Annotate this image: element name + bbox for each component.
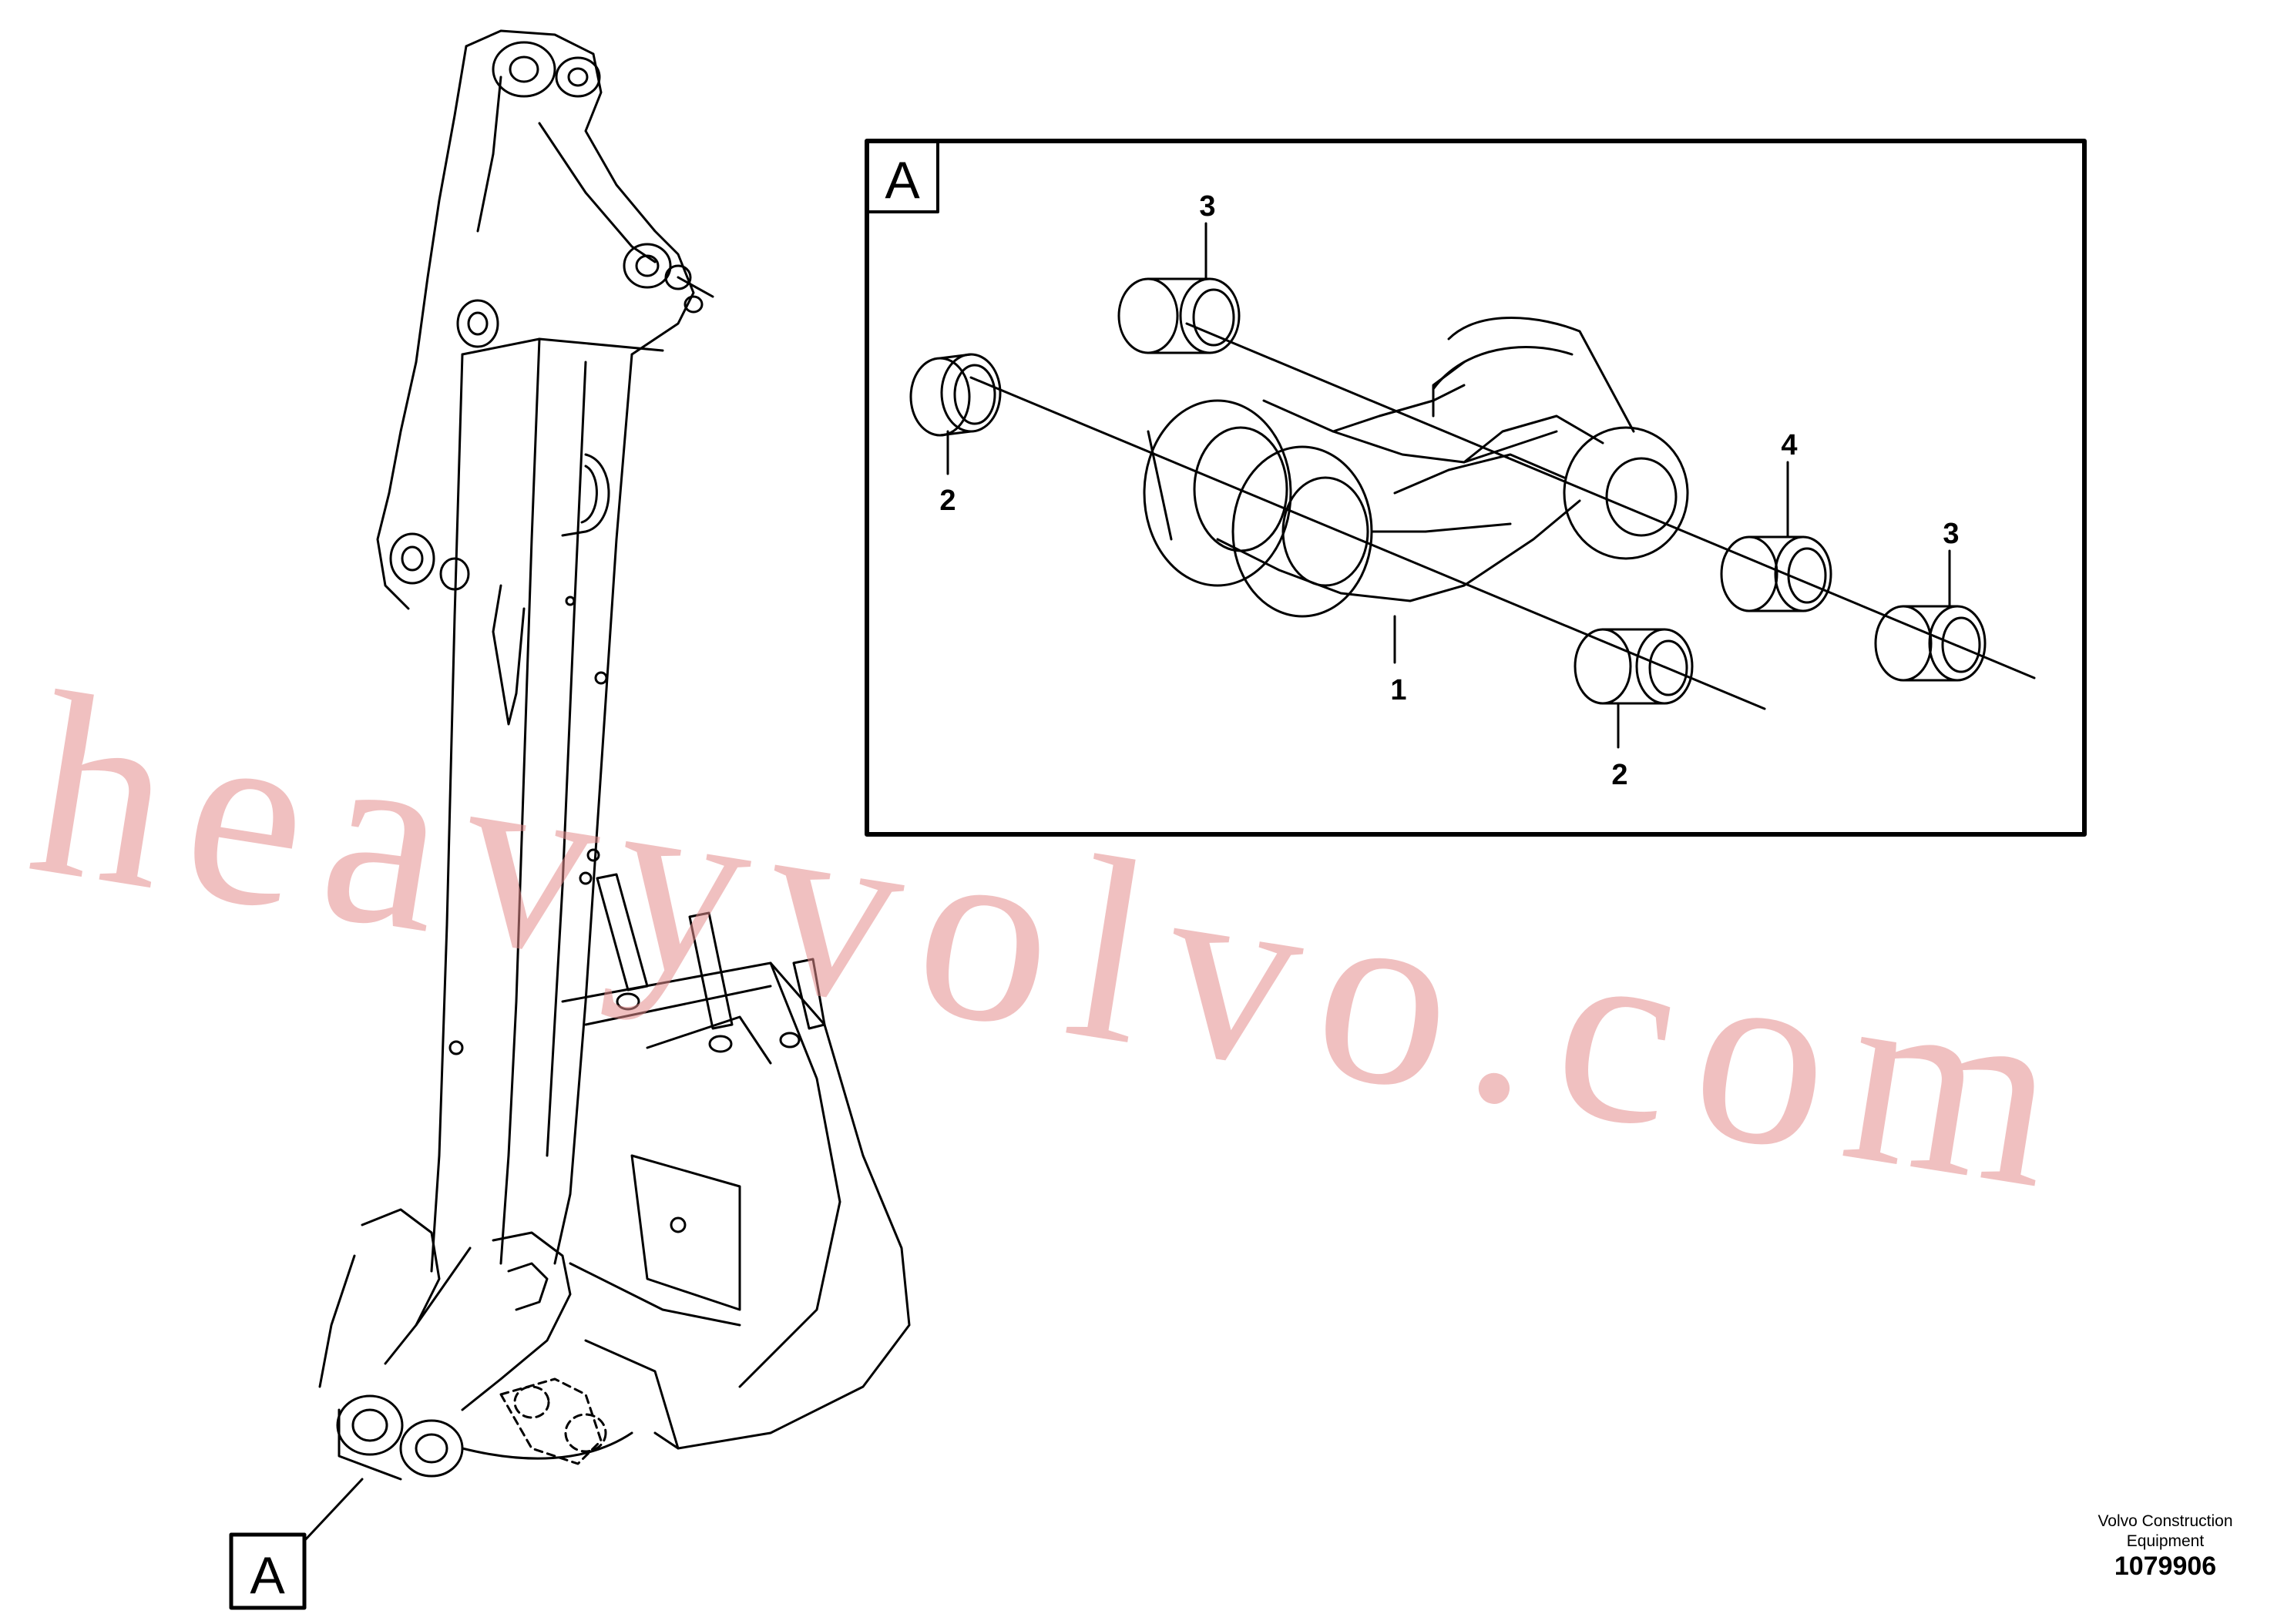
detail-box-label: A [885,151,920,210]
detail-drawing [909,222,2036,749]
callout-1: 1 [1390,674,1406,706]
detail-marker-label: A [250,1546,285,1605]
detail-box-frame [865,139,2087,837]
callout-3-right: 3 [1943,518,1959,550]
credit-line-2: Equipment [2126,1532,2205,1550]
callout-3-top: 3 [1199,190,1215,223]
credit-line-1: Volvo Construction [2098,1512,2233,1530]
detail-box-label-frame [865,139,939,213]
callout-2-left: 2 [939,485,956,517]
callout-4: 4 [1781,429,1797,461]
detail-marker-frame [229,1532,307,1610]
part-number: 1079906 [2114,1552,2217,1581]
excavator-arm-drawing [303,29,911,1542]
callout-2-bottom: 2 [1611,759,1627,791]
credit-block: Volvo Construction Equipment [2034,1512,2294,1552]
